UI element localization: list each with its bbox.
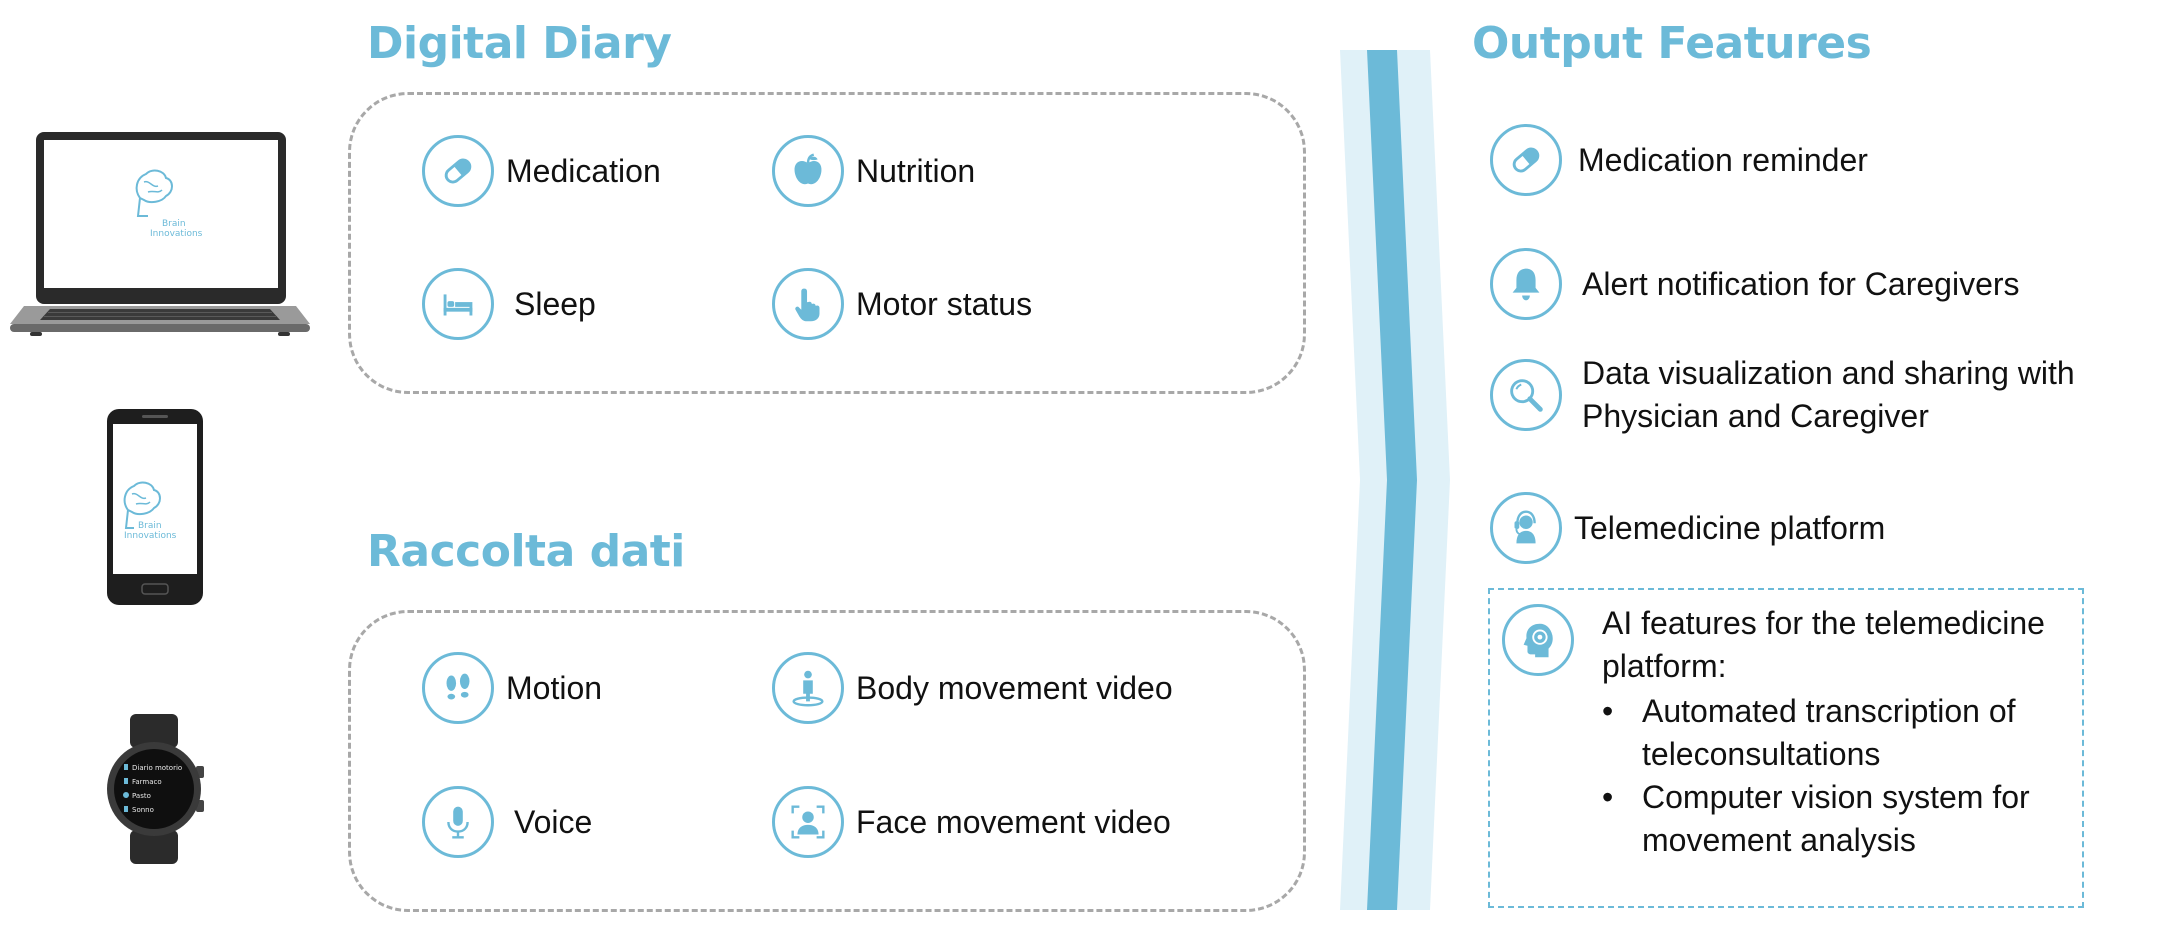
ai-head-icon	[1502, 604, 1574, 676]
watch-menu-item: Sonno	[132, 806, 154, 814]
brand-name-line1: Brain	[162, 219, 186, 229]
raccolta-dati-title: Raccolta dati	[367, 526, 685, 577]
pill-icon	[422, 135, 494, 207]
data-item-voice: Voice	[422, 786, 592, 858]
watch-menu-item: Farmaco	[132, 778, 162, 786]
pill-icon	[1490, 124, 1562, 196]
output-item-label: Alert notification for Caregivers	[1582, 265, 2020, 302]
output-item-label: Telemedicine platform	[1574, 509, 1886, 546]
data-item-label: Motion	[506, 669, 603, 706]
footprints-icon	[422, 652, 494, 724]
bell-icon	[1490, 248, 1562, 320]
brain-logo-icon	[135, 169, 173, 217]
smartphone-image: Brain Innovations	[107, 409, 203, 605]
data-item-body-movement-video: Body movement video	[772, 652, 1173, 724]
magnifier-icon	[1490, 359, 1562, 431]
ai-features-heading: AI features for the telemedicine platfor…	[1602, 605, 2045, 684]
hand-pointer-icon	[772, 268, 844, 340]
data-item-face-movement-video: Face movement video	[772, 786, 1171, 858]
output-item-data-visualization: Data visualization and sharing with Phys…	[1490, 352, 2130, 438]
diary-item-nutrition: Nutrition	[772, 135, 975, 207]
person-target-icon	[772, 652, 844, 724]
apple-icon	[772, 135, 844, 207]
bed-icon	[422, 268, 494, 340]
output-item-label: Data visualization and sharing with Phys…	[1582, 355, 2075, 434]
microphone-icon	[422, 786, 494, 858]
data-item-motion: Motion	[422, 652, 602, 724]
diary-item-label: Nutrition	[856, 152, 976, 189]
smartwatch-image: Diario motorio Farmaco Pasto Sonno	[107, 714, 204, 864]
watch-menu-item: Diario motorio	[132, 764, 182, 772]
face-frame-icon	[772, 786, 844, 858]
ai-features-text: AI features for the telemedicine platfor…	[1602, 602, 2072, 862]
ai-feature-computer-vision: Computer vision system for movement anal…	[1602, 776, 2072, 862]
diary-item-medication: Medication	[422, 135, 661, 207]
data-item-label: Body movement video	[856, 669, 1173, 706]
brand-name-line2: Innovations	[124, 531, 177, 541]
ai-features-list: Automated transcription of teleconsultat…	[1602, 690, 2072, 862]
diary-item-motor-status: Motor status	[772, 268, 1032, 340]
raccolta-dati-panel	[348, 610, 1306, 912]
digital-diary-panel	[348, 92, 1306, 394]
ai-feature-transcription: Automated transcription of teleconsultat…	[1602, 690, 2072, 776]
diary-item-label: Sleep	[514, 285, 596, 322]
data-item-label: Voice	[514, 803, 593, 840]
output-item-label: Medication reminder	[1578, 141, 1868, 178]
diary-item-label: Motor status	[856, 285, 1033, 322]
diary-item-sleep: Sleep	[422, 268, 596, 340]
laptop-image: Brain Innovations	[10, 132, 310, 336]
ai-features-icon-wrap	[1502, 604, 1574, 676]
brain-logo-icon	[123, 481, 161, 529]
diary-item-label: Medication	[506, 152, 661, 189]
output-features-title: Output Features	[1472, 18, 1872, 69]
output-item-telemedicine-platform: Telemedicine platform	[1490, 492, 1885, 564]
brand-name-line2: Innovations	[150, 229, 203, 239]
watch-menu-item: Pasto	[132, 792, 151, 800]
ai-features-panel	[1488, 588, 2084, 908]
data-item-label: Face movement video	[856, 803, 1171, 840]
output-item-alert-notification: Alert notification for Caregivers	[1490, 248, 2020, 320]
headset-icon	[1490, 492, 1562, 564]
output-item-medication-reminder: Medication reminder	[1490, 124, 1868, 196]
digital-diary-title: Digital Diary	[367, 18, 672, 69]
flow-chevron-arrow	[1340, 50, 1450, 910]
brand-name-line1: Brain	[138, 521, 162, 531]
